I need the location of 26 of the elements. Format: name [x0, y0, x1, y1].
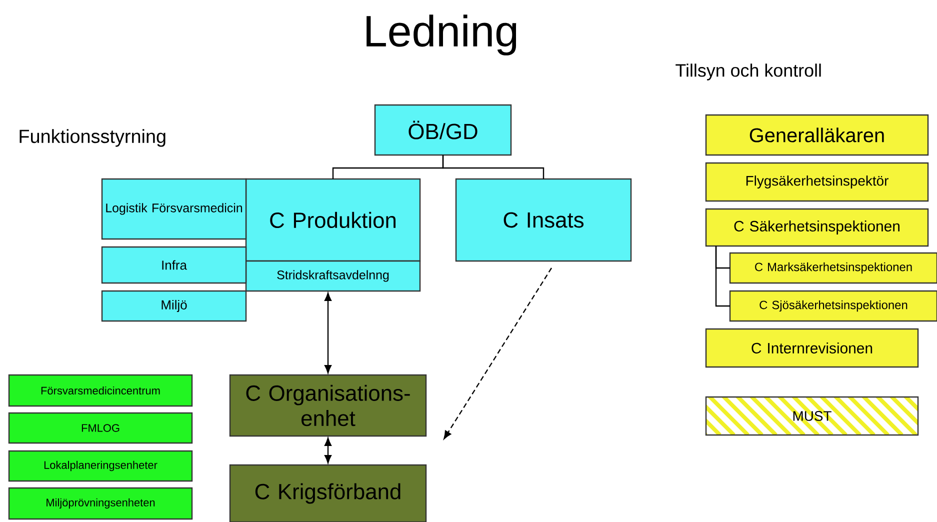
inspection-box: Generalläkaren [705, 114, 929, 156]
unit-box: Lokalplaneringsenheter [8, 450, 193, 482]
inspection-box: Flygsäkerhetsinspektör [705, 162, 929, 202]
unit-box: C Organisations- enhet [229, 374, 427, 437]
org-box: Stridskraftsavdelnng [245, 260, 421, 292]
function-box: Infra [101, 246, 247, 284]
title: Ledning [366, 14, 516, 56]
function-box: Miljö [101, 290, 247, 322]
org-box: C Insats [455, 178, 632, 262]
connector [715, 246, 730, 307]
inspection-box: C Internrevisionen [705, 328, 919, 368]
connector [442, 155, 544, 179]
unit-box: Miljöprövningsenheten [8, 487, 193, 520]
connector [324, 438, 332, 464]
section-heading: Funktionsstyrning [20, 129, 166, 147]
inspection-box: C Sjösäkerhetsinspektionen [729, 290, 937, 322]
function-box: Logistik Försvarsmedicin [101, 178, 247, 240]
inspection-box: C Säkerhetsinspektionen [705, 208, 929, 247]
connector [324, 292, 332, 374]
unit-box: Försvarsmedicincentrum [8, 374, 193, 407]
section-heading: Tillsyn och kontroll [676, 64, 821, 80]
org-box: ÖB/GD [374, 104, 512, 156]
unit-box: FMLOG [8, 412, 193, 444]
unit-box: C Krigsförband [229, 464, 427, 522]
inspection-box: C Marksäkerhetsinspektionen [729, 252, 937, 284]
connector [444, 268, 552, 440]
